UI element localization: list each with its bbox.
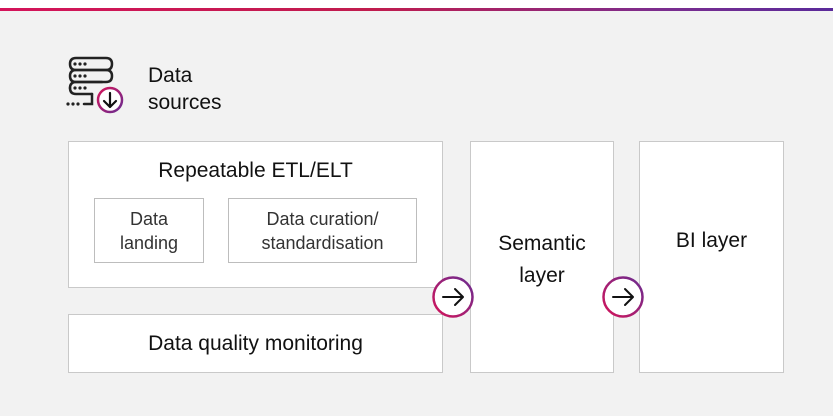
etl-box: Repeatable ETL/ELT Data landing Data cur… — [68, 141, 443, 288]
arrow-right-circle-icon — [602, 276, 644, 318]
data-landing-box: Data landing — [94, 198, 204, 263]
bi-layer-box: BI layer — [639, 141, 784, 373]
data-quality-title: Data quality monitoring — [148, 332, 363, 355]
database-download-icon — [66, 56, 124, 114]
data-sources-label: Data sources — [148, 62, 222, 116]
semantic-line2: layer — [519, 264, 565, 287]
gradient-stripe — [0, 8, 833, 11]
data-landing-line2: landing — [119, 232, 179, 253]
etl-title: Repeatable ETL/ELT — [158, 159, 353, 182]
data-sources-line1: Data — [148, 64, 193, 87]
arrow-right-circle-icon — [432, 276, 474, 318]
semantic-line1: Semantic — [498, 232, 586, 255]
bi-layer-title: BI layer — [675, 229, 748, 252]
top-accent-bar — [0, 0, 833, 11]
data-curation-line2: standardisation — [261, 232, 384, 253]
data-sources-line2: sources — [148, 91, 222, 114]
data-curation-line1: Data curation/ — [266, 208, 379, 229]
data-curation-box: Data curation/ standardisation — [228, 198, 417, 263]
semantic-layer-title: Semantic layer — [471, 228, 613, 292]
data-quality-box: Data quality monitoring — [68, 314, 443, 373]
data-landing-line1: Data — [129, 208, 169, 229]
semantic-layer-box: Semantic layer — [470, 141, 614, 373]
